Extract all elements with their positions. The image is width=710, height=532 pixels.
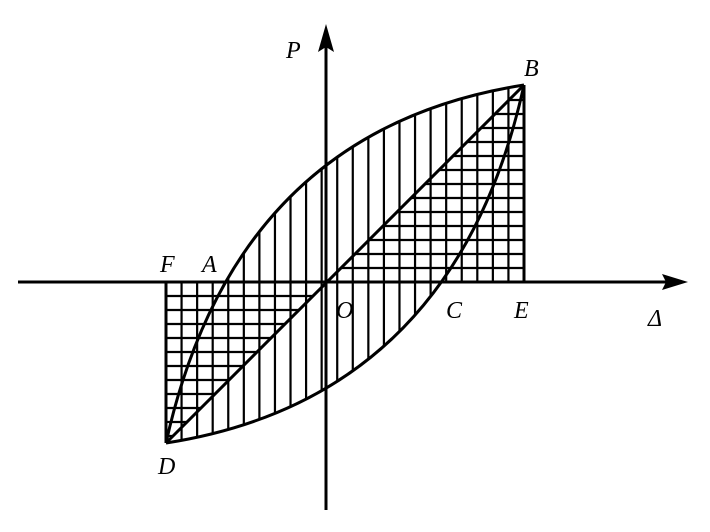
y-axis-arrow-icon (318, 24, 334, 52)
label-D: D (157, 454, 175, 480)
label-E: E (513, 298, 529, 324)
lower-loop-curve (165, 84, 526, 445)
label-O: O (336, 298, 353, 324)
label-C: C (446, 298, 463, 324)
label-P: P (285, 38, 301, 64)
upper-loop-curve (164, 83, 525, 444)
x-axis-arrow-icon (662, 274, 688, 290)
label-B: B (524, 56, 539, 82)
label-F: F (159, 252, 175, 278)
line-DB (164, 83, 526, 445)
label-A: A (200, 252, 217, 278)
label-delta: Δ (647, 306, 662, 332)
